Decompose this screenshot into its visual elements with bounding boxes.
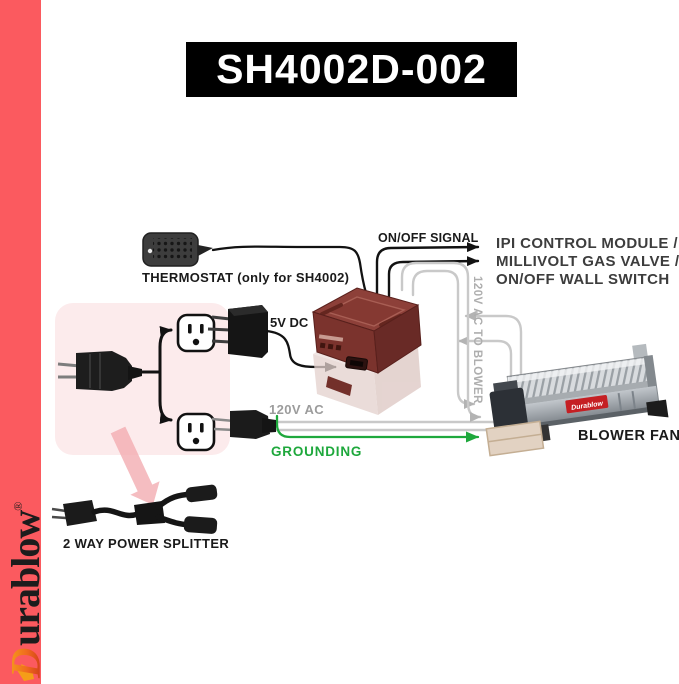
on-off-signal-label: ON/OFF SIGNAL <box>378 231 479 245</box>
dc-adapter-icon <box>207 305 337 372</box>
splitter-label: 2 WAY POWER SPLITTER <box>63 536 230 551</box>
brand-name: urablow <box>3 510 48 646</box>
model-number: SH4002D-002 <box>216 46 487 92</box>
splitter-icon <box>51 484 218 534</box>
control-target-line: MILLIVOLT GAS VALVE / <box>496 253 679 270</box>
blower-sticker-text: Durablow <box>571 400 604 411</box>
wall-plug-icon <box>57 351 142 391</box>
thermostat-label: THERMOSTAT (only for SH4002) <box>142 270 350 285</box>
signal-wires <box>375 242 480 298</box>
ac-power-label: 120V AC <box>269 402 325 417</box>
control-target-line: IPI CONTROL MODULE / <box>496 235 678 252</box>
grounding-label: GROUNDING <box>271 444 363 459</box>
accent-strip <box>0 0 41 684</box>
control-target-line: ON/OFF WALL SWITCH <box>496 271 670 288</box>
blower-fan-icon: Durablow <box>485 343 669 457</box>
control-targets-label: IPI CONTROL MODULE / MILLIVOLT GAS VALVE… <box>496 235 679 289</box>
registered-mark: ® <box>11 501 25 511</box>
ac-plug-icon <box>211 410 276 439</box>
grounding-wire <box>275 414 480 443</box>
outlet-icon-top <box>176 313 216 353</box>
splitter-pointer-arrow <box>110 426 160 505</box>
dc-power-label: 5V DC <box>270 315 309 330</box>
outlet-icon-bottom <box>176 412 216 452</box>
thermostat-icon <box>142 232 368 295</box>
page-title: SH4002D-002 <box>186 42 517 97</box>
blower-fan-label: BLOWER FAN <box>578 428 679 444</box>
ac-to-blower-label: 120V AC TO BLOWER <box>471 276 483 404</box>
brand-initial: D <box>4 648 48 679</box>
control-box-icon <box>311 287 422 396</box>
flame-logo-icon: D <box>4 648 48 681</box>
brand-logo: D urablow ® <box>2 444 48 682</box>
